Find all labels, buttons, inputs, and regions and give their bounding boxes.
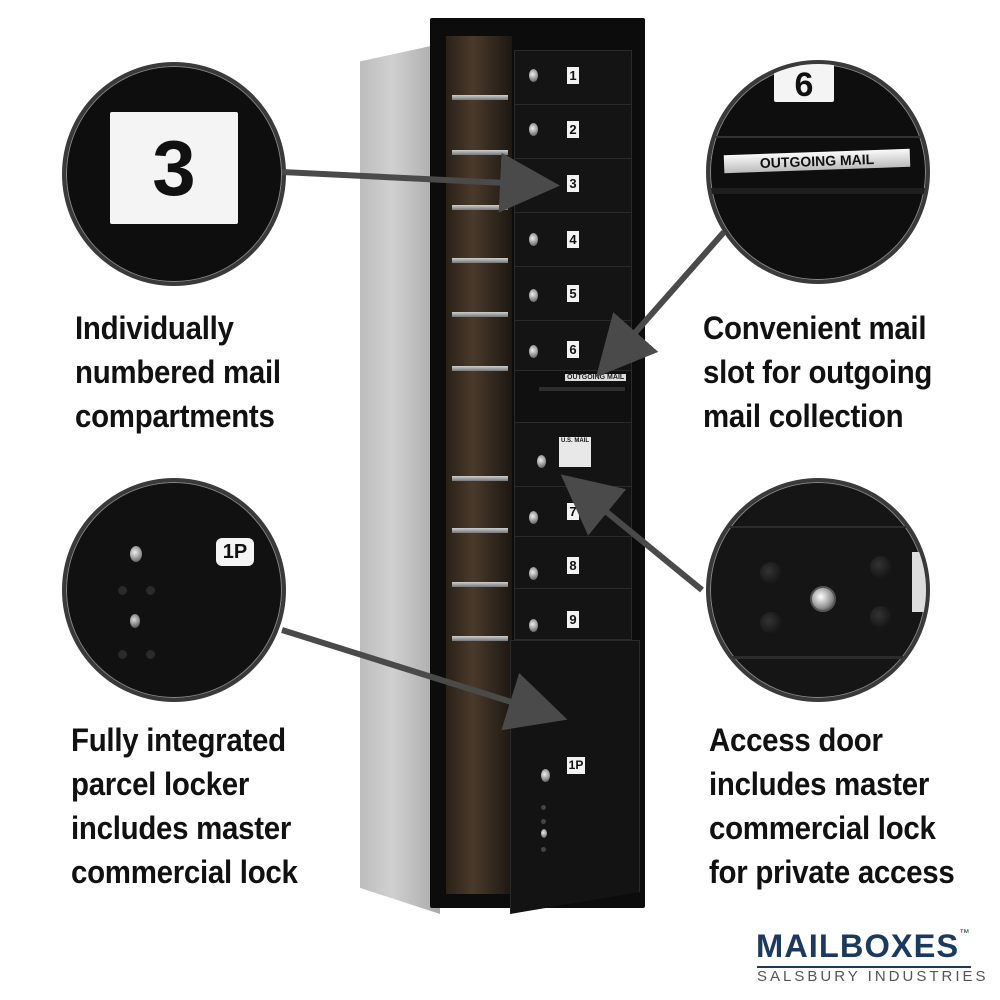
feature-parcel-locker: Fully integrated parcel locker includes … — [71, 718, 298, 894]
rivet-icon — [760, 612, 782, 634]
feature-line: for private access — [709, 854, 955, 890]
shelf — [452, 205, 508, 210]
shelf — [452, 258, 508, 263]
outgoing-mail-slot[interactable]: OUTGOING MAIL — [514, 370, 632, 424]
shelf — [452, 95, 508, 100]
plate-edge — [912, 552, 926, 612]
brand-trademark: ™ — [959, 928, 971, 939]
rivet-icon — [870, 606, 892, 628]
feature-line: compartments — [75, 398, 275, 434]
feature-line: parcel locker — [71, 766, 250, 802]
brand-logo: MAILBOXES™ — [756, 928, 970, 965]
outgoing-slot-opening — [539, 387, 625, 391]
feature-line: Access door — [709, 722, 883, 758]
lock-icon — [529, 345, 538, 358]
lock-icon — [529, 233, 538, 246]
feature-access-door: Access door includes master commercial l… — [709, 718, 955, 894]
lock-icon — [529, 69, 538, 82]
feature-line: commercial lock — [71, 854, 298, 890]
door-number: 4 — [567, 231, 579, 248]
feature-line: Convenient mail — [703, 310, 927, 346]
lock-icon — [529, 123, 538, 136]
callout-parcel-locker: 1P — [62, 478, 286, 702]
usmail-plate: U.S. MAIL — [559, 437, 591, 467]
mailbox-interior — [446, 36, 512, 894]
lock-icon — [529, 289, 538, 302]
compartment-door-8[interactable]: 8 — [514, 536, 632, 590]
lock-icon — [537, 455, 546, 468]
door-number: 7 — [567, 503, 579, 520]
feature-line: mail collection — [703, 398, 904, 434]
compartment-door-1[interactable]: 1 — [514, 50, 632, 106]
feature-numbered-compartments: Individually numbered mail compartments — [75, 306, 281, 438]
feature-line: slot for outgoing — [703, 354, 933, 390]
compartment-door-7[interactable]: 7 — [514, 486, 632, 538]
small-lock-icon — [130, 614, 140, 628]
compartment-door-4[interactable]: 4 — [514, 212, 632, 268]
door-number: 3 — [567, 175, 579, 192]
outgoing-label-plate: OUTGOING MAIL — [723, 148, 911, 174]
compartment-door-2[interactable]: 2 — [514, 104, 632, 160]
shelf — [452, 312, 508, 317]
door-number: 5 — [567, 285, 579, 302]
door-bottom-edge — [710, 656, 926, 659]
parcel-locker-door[interactable]: 1P — [510, 640, 640, 914]
door-number: 2 — [567, 121, 579, 138]
rivet-icon — [541, 847, 546, 852]
compartment-door-5[interactable]: 5 — [514, 266, 632, 322]
door-number: 9 — [567, 611, 579, 628]
parcel-label-plate: 1P — [216, 538, 254, 566]
compartment-door-3[interactable]: 3 — [514, 158, 632, 214]
mailbox-wall-frame — [360, 44, 440, 914]
feature-line: includes master — [709, 766, 930, 802]
shelf — [452, 528, 508, 533]
rivet-icon — [541, 805, 546, 810]
brand-name: MAILBOXES — [756, 928, 960, 964]
door-top-edge — [710, 526, 926, 528]
rivet-icon — [146, 586, 155, 595]
lock-icon — [529, 619, 538, 632]
compartment-door-9[interactable]: 9 — [514, 588, 632, 640]
outgoing-slot-label: OUTGOING MAIL — [565, 374, 627, 381]
lock-icon — [541, 829, 547, 838]
feature-line: includes master — [71, 810, 292, 846]
shelf — [452, 150, 508, 155]
shelf — [452, 582, 508, 587]
compartment-door-6[interactable]: 6 — [514, 320, 632, 372]
door-number: 1 — [567, 67, 579, 84]
rivet-icon — [541, 819, 546, 824]
lock-icon — [529, 511, 538, 524]
outgoing-slot-shadow — [710, 188, 926, 194]
door-number: 8 — [567, 557, 579, 574]
master-lock-icon — [810, 586, 836, 612]
feature-line: numbered mail — [75, 354, 281, 390]
feature-outgoing-slot: Convenient mail slot for outgoing mail c… — [703, 306, 932, 438]
brand-tagline: SALSBURY INDUSTRIES — [757, 968, 989, 985]
compartment-number-plate: 3 — [110, 112, 238, 224]
access-door[interactable]: U.S. MAIL — [514, 422, 632, 488]
shelf — [452, 636, 508, 641]
lock-icon — [541, 769, 550, 782]
usmail-label: U.S. MAIL — [561, 438, 589, 444]
shelf — [452, 366, 508, 371]
shelf — [452, 476, 508, 481]
feature-line: Fully integrated — [71, 722, 286, 758]
rivet-icon — [146, 650, 155, 659]
brand-rule — [757, 966, 971, 968]
rivet-icon — [870, 556, 892, 578]
rivet-icon — [760, 562, 782, 584]
lock-icon — [529, 567, 538, 580]
callout-access-door — [706, 478, 930, 702]
parcel-number: 1P — [567, 757, 585, 774]
callout-outgoing-mail: 6 OUTGOING MAIL — [706, 60, 930, 284]
rivet-icon — [118, 586, 127, 595]
door-number: 6 — [567, 341, 579, 358]
feature-line: Individually — [75, 310, 234, 346]
parcel-lock-icon — [130, 546, 142, 562]
rivet-icon — [118, 650, 127, 659]
callout-compartment-number: 3 — [62, 62, 286, 286]
outgoing-number-plate: 6 — [774, 64, 834, 104]
outgoing-divider — [710, 136, 926, 138]
feature-line: commercial lock — [709, 810, 936, 846]
